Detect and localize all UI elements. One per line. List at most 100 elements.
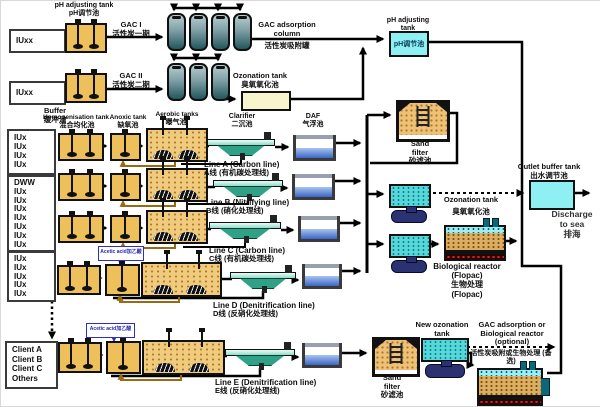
ozonation-tank-2 [389, 234, 431, 258]
sludge-mound-icon [155, 363, 175, 372]
client-source-box: Client A Client B Client C Others [5, 341, 58, 389]
label-zh: D线 (反硝化处理线) [213, 309, 278, 319]
reactor-water-layer [479, 370, 541, 376]
basin-rim [295, 174, 332, 178]
source-item: Client A [12, 345, 42, 354]
mixer-icon [67, 169, 77, 197]
label-en: Ozonation tank [443, 195, 499, 204]
homogenisation-tank-b [58, 169, 104, 201]
label-zh: E线 (反硝化处理线) [215, 386, 280, 396]
daf-basin-e [302, 343, 342, 368]
gac2-label: GAC II 活性炭二期 [104, 71, 158, 89]
filter-underdrain [399, 135, 447, 139]
discharge-to-sea-label: Discharge to sea 排海 [545, 209, 599, 239]
aerobic-tank-e [142, 328, 225, 375]
aerobic-tank-b [146, 156, 208, 202]
clarifier-leg [243, 236, 249, 243]
clarifier-a [207, 132, 275, 160]
label-zh: 气浮池 [302, 121, 324, 128]
gac-column-icon [211, 13, 230, 51]
ozonation-tank-top [241, 91, 291, 111]
label-zh: 缺氧池 [117, 122, 139, 129]
source-item: DWW [14, 178, 35, 187]
clarifier-c [209, 215, 281, 243]
sludge-mound-icon [186, 285, 206, 294]
clarifier-deck [213, 180, 283, 187]
daf-basin-b [292, 174, 335, 200]
label-zh: 生物处理 [451, 280, 483, 290]
label-en: Ozonation tank [232, 71, 288, 80]
aerator-icon [160, 198, 166, 217]
label-zh: 活性炭一期 [112, 28, 150, 38]
reactor-base [446, 250, 504, 255]
new-ozonation-tank-label: New ozonation tank [413, 320, 471, 338]
anoxic-label: Anoxic tank [105, 114, 151, 121]
label-en: Aerobic tanks [155, 111, 199, 118]
clarifier-drive-icon [264, 132, 271, 140]
source-item: IUx [14, 186, 27, 196]
label-zh: 砂滤池 [408, 156, 432, 166]
gac-column-icon [167, 63, 186, 101]
label-en: Line B (Nitrifying line) [206, 198, 290, 207]
influent-box-iuxx-1: IUxx [9, 29, 66, 53]
homogenisation-label: Homogenisation tank [41, 114, 111, 121]
source-item: IUx [14, 195, 27, 205]
mixer-icon [120, 211, 130, 239]
label-en: Anoxic tank [109, 114, 147, 121]
new-ozonation-tank [421, 338, 469, 362]
aerobic-label: Aerobic tanks [151, 111, 203, 118]
buffer-source-box: IUx IUx IUx IUx [7, 129, 56, 175]
outlet-buffer-tank-label: Outlet buffer tank 出水调节池 [509, 162, 589, 180]
gac-column-icon [211, 63, 230, 101]
label-en: Outlet buffer tank [517, 162, 581, 171]
label-en: GAC II [119, 71, 143, 80]
ladder-icon [416, 106, 430, 127]
basin-water [305, 355, 339, 365]
gac-column-icon [233, 13, 252, 51]
buffer-label: Buffer 缓冲池 [29, 106, 81, 124]
sand-filter-1 [396, 100, 450, 142]
label-en: (Flopac) [451, 289, 483, 299]
label-en: GAC I [120, 20, 142, 29]
mixer-icon [67, 129, 77, 157]
label-en: Homogenisation tank [42, 114, 110, 121]
clarifier-label-zh: 二沉池 [225, 121, 259, 129]
basin-water [305, 276, 339, 286]
optional-gac-bio-label: GAC adsorption or Biological reactor (op… [471, 320, 553, 347]
source-item: IUx [14, 239, 27, 249]
homogenisation-tank-e [58, 338, 102, 373]
basin-rim [305, 264, 339, 268]
reactor-diffusers [479, 400, 541, 404]
label-en: Buffer [43, 106, 67, 115]
label-zh: 活性炭吸附罐 [264, 41, 310, 50]
label-zh: 二沉池 [231, 121, 253, 128]
reactor-water-layer [446, 227, 504, 233]
anoxic-tank-b [110, 169, 141, 201]
label-zh: 臭氧氧化池 [452, 206, 490, 216]
mixer-icon [82, 261, 92, 291]
label-zh: A线 (有机碳处理线) [204, 168, 269, 178]
label-en: pH adjusting tank [386, 17, 430, 33]
daf-label-zh: 气浮池 [295, 121, 331, 129]
label-en: Line C (Carbon line) [209, 246, 285, 255]
source-item: Client B [12, 354, 43, 364]
ozonation-tank-1 [389, 184, 431, 208]
aerator-icon [184, 156, 190, 175]
mixer-icon [117, 260, 127, 292]
source-item: IUx [14, 221, 27, 231]
mixer-icon [89, 19, 99, 49]
ph-adjusting-tank-right: pH调节池 [389, 31, 429, 57]
mixer-icon [120, 129, 130, 157]
clarifier-leg [258, 363, 264, 370]
label-en: pH adjusting tank [54, 2, 114, 9]
aerator-icon [199, 328, 205, 347]
source-item: IUx [14, 160, 27, 169]
clarifier-deck [225, 349, 295, 356]
mixer-icon [120, 169, 130, 197]
label-en: Biological reactor (Flopac) [433, 262, 501, 281]
mixer-icon [73, 69, 83, 99]
ph-adjusting-tank-left-2 [65, 69, 107, 103]
ph-adjusting-tank-left-label: pH adjusting tank pH调节池 [47, 2, 121, 18]
basin-rim [301, 216, 337, 220]
